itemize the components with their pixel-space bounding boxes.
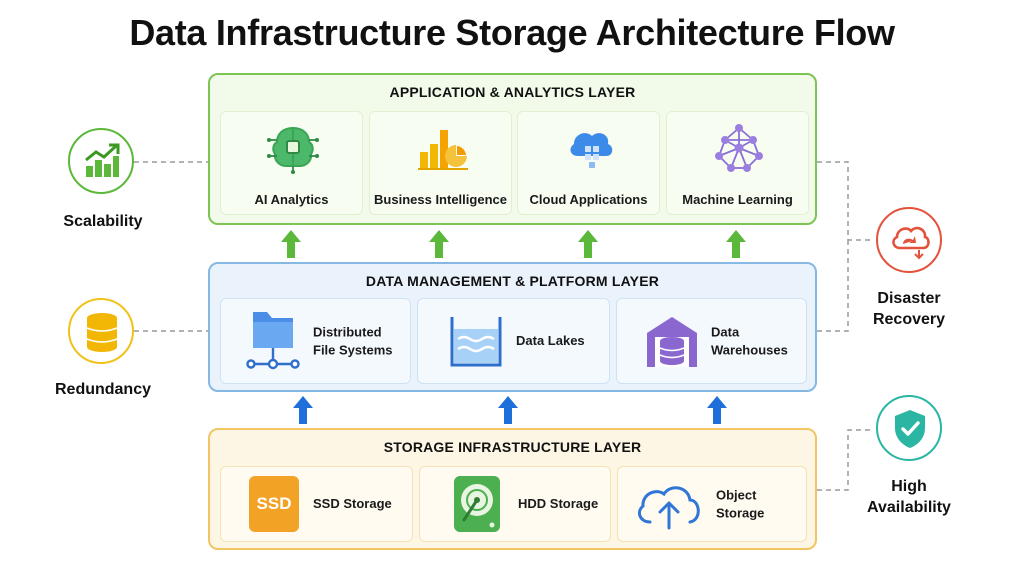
disaster-recovery-label-line1: Disaster	[877, 290, 941, 307]
card-distributed-file-systems[interactable]: Distributed File Systems	[220, 298, 411, 384]
bar-pie-chart-icon	[418, 130, 468, 170]
green-arrow-up-icon	[726, 230, 746, 258]
shield-check-icon	[895, 410, 925, 448]
card-ai-analytics[interactable]: AI Analytics	[220, 111, 363, 215]
card-object-storage[interactable]: Object Storage	[617, 466, 807, 542]
card-label: Cloud Applications	[529, 192, 648, 207]
ssd-icon: SSD	[249, 476, 299, 532]
card-data-lakes[interactable]: Data Lakes	[417, 298, 610, 384]
blue-arrow-up-icon	[498, 396, 518, 424]
cloud-upload-icon	[638, 486, 700, 530]
card-label: Machine Learning	[682, 192, 793, 207]
card-label-line1: Distributed	[313, 324, 382, 340]
data-layer-title: DATA MANAGEMENT & PLATFORM LAYER	[365, 273, 660, 289]
card-ssd-storage[interactable]: SSD SSD Storage	[220, 466, 413, 542]
card-label-line2: File Systems	[313, 342, 393, 357]
cloud-recovery-icon	[892, 226, 930, 260]
disaster-recovery-label: Disaster Recovery	[850, 289, 968, 331]
blue-arrow-up-icon	[293, 396, 313, 424]
scalability-label: Scalability	[63, 213, 143, 230]
page-title: Data Infrastructure Storage Architecture…	[129, 12, 895, 53]
scalability-badge	[68, 128, 134, 194]
card-label: SSD Storage	[313, 496, 392, 512]
card-machine-learning[interactable]: Machine Learning	[666, 111, 809, 215]
redundancy-label: Redundancy	[54, 381, 151, 398]
storage-layer-title: STORAGE INFRASTRUCTURE LAYER	[383, 439, 642, 455]
warehouse-database-icon	[647, 317, 697, 367]
brain-circuit-icon	[267, 126, 319, 174]
high-availability-label-line1: High	[891, 478, 927, 495]
card-label: Object Storage	[716, 487, 765, 520]
high-availability-connector	[817, 429, 870, 491]
card-label: Distributed File Systems	[313, 323, 393, 358]
neural-network-icon	[715, 124, 763, 172]
disaster-recovery-connector	[817, 161, 870, 332]
blue-arrow-up-icon	[707, 396, 727, 424]
card-cloud-applications[interactable]: Cloud Applications	[517, 111, 660, 215]
disaster-recovery-badge	[876, 207, 942, 273]
card-label: HDD Storage	[518, 496, 599, 512]
card-business-intelligence[interactable]: Business Intelligence	[369, 111, 512, 215]
card-data-warehouses[interactable]: Data Warehouses	[616, 298, 807, 384]
storage-infrastructure-layer: STORAGE INFRASTRUCTURE LAYER SSD SSD Sto…	[208, 428, 817, 550]
card-label: Business Intelligence	[374, 192, 507, 207]
water-tank-icon	[450, 317, 502, 367]
redundancy-badge	[68, 298, 134, 364]
disaster-recovery-label-line2: Recovery	[872, 310, 946, 328]
growth-chart-icon	[85, 143, 120, 177]
cloud-apps-icon	[570, 133, 613, 168]
card-hdd-storage[interactable]: HDD Storage	[419, 466, 611, 542]
high-availability-label: High Availability	[850, 477, 968, 519]
high-availability-badge	[876, 395, 942, 461]
card-label: Data Warehouses	[711, 324, 788, 357]
data-management-platform-layer: DATA MANAGEMENT & PLATFORM LAYER Distrib…	[208, 262, 817, 392]
database-stack-icon	[86, 313, 118, 352]
green-arrow-up-icon	[578, 230, 598, 258]
card-label: Data Lakes	[516, 333, 585, 349]
hdd-icon	[454, 476, 500, 532]
green-arrow-up-icon	[281, 230, 301, 258]
green-arrow-up-icon	[429, 230, 449, 258]
folder-network-icon	[246, 312, 300, 370]
card-label: AI Analytics	[254, 192, 329, 207]
application-analytics-layer: APPLICATION & ANALYTICS LAYER AI Analyti…	[208, 73, 817, 225]
high-availability-label-line2: Availability	[867, 498, 951, 516]
application-layer-title: APPLICATION & ANALYTICS LAYER	[389, 84, 636, 100]
